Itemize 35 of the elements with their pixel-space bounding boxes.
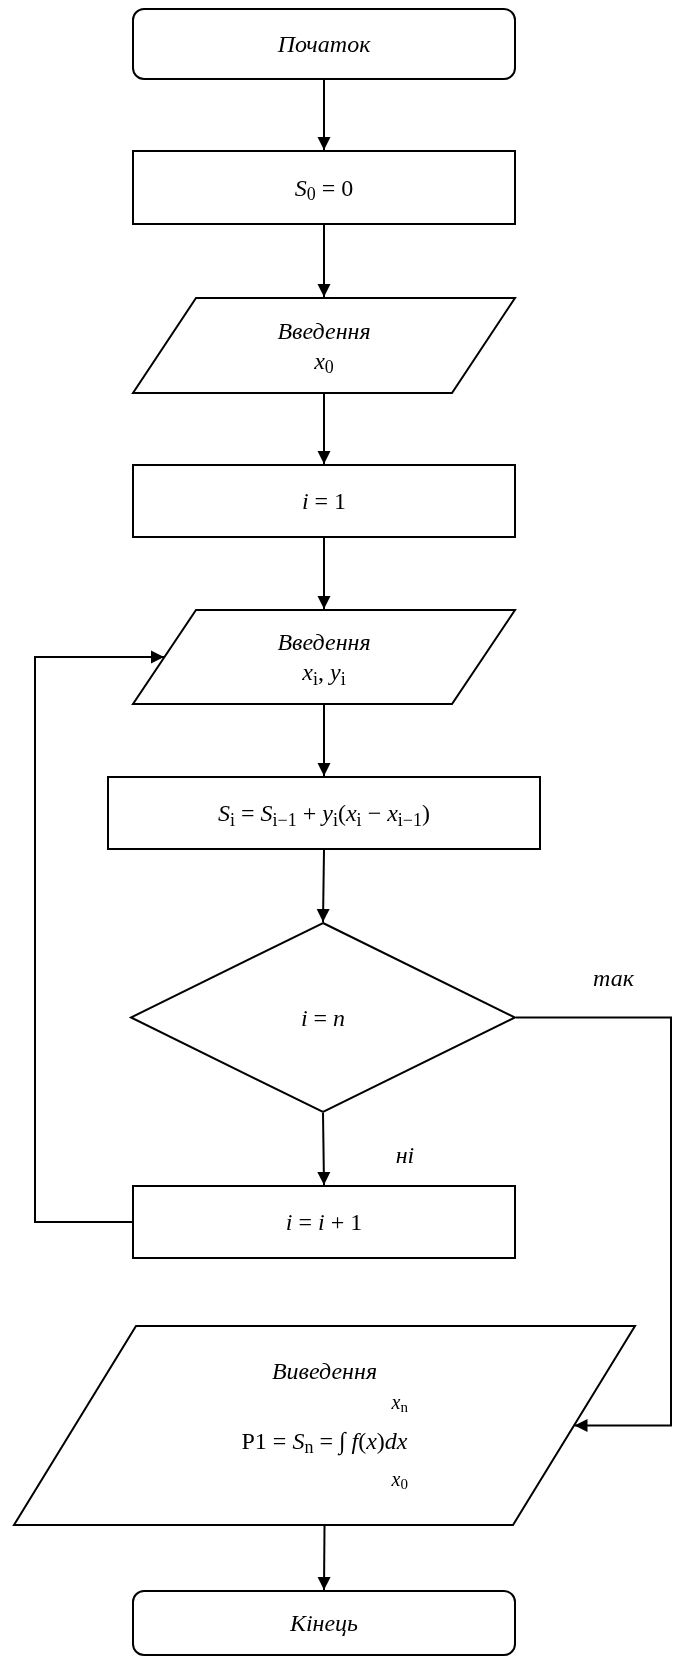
node-text: i = i + 1 xyxy=(285,1208,363,1237)
node-text: x$_{i}$, y$_{i}$ xyxy=(302,658,346,687)
node-heading: Введення xyxy=(277,316,371,346)
input-output-parallelogram xyxy=(132,297,516,394)
upper-limit: x$_{n}$ xyxy=(391,1390,408,1413)
terminal-box xyxy=(132,8,516,80)
arrow xyxy=(316,849,330,923)
node-heading: Виведення xyxy=(271,1356,378,1386)
node-text: S$_{i}$ = S$_{i−1}$ + y$_{i}$(x$_{i}$ − x$_{i−1}$) xyxy=(218,799,430,828)
node-heading: Введення xyxy=(277,628,371,657)
arrow xyxy=(515,1016,672,1432)
arrow xyxy=(317,537,331,610)
input-output-parallelogram xyxy=(13,1325,636,1526)
arrow xyxy=(317,393,331,465)
arrow xyxy=(317,1112,331,1186)
arrow xyxy=(317,224,331,298)
node-text: x$_{0}$ xyxy=(314,346,334,376)
arrow xyxy=(317,1525,331,1591)
process-box xyxy=(132,464,516,538)
arrow xyxy=(317,704,331,777)
input-output-parallelogram xyxy=(132,609,516,705)
arrow xyxy=(34,650,165,1223)
node-text: S$_{0}$ = 0 xyxy=(294,173,354,203)
process-box xyxy=(132,1185,516,1259)
lower-limit: x$_{0}$ xyxy=(391,1467,408,1490)
process-box xyxy=(132,150,516,225)
node-text: i = n xyxy=(300,1003,346,1033)
node-text: i = 1 xyxy=(301,487,347,516)
formula: P1 = S$_{n}$ = ∫ f(x)dx xyxy=(241,1427,408,1454)
node-text: Кінець xyxy=(289,1609,359,1638)
decision-diamond xyxy=(130,922,516,1113)
process-box xyxy=(107,776,541,850)
node-text: Початок xyxy=(277,30,371,59)
arrow xyxy=(317,79,331,151)
terminal-box xyxy=(132,1590,516,1656)
